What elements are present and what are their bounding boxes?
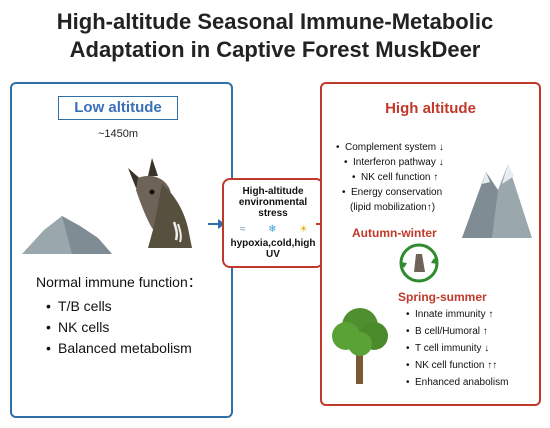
stress-factors-line-1: hypoxia,cold,high — [230, 238, 316, 249]
spring-item: B cell/Humoral ↑ — [406, 323, 508, 340]
high-altitude-panel: High altitude Complement system ↓ Interf… — [320, 82, 541, 406]
left-item: NK cells — [46, 317, 192, 338]
stress-title-line-1: High-altitude — [242, 186, 304, 197]
autumn-item: Complement system ↓ — [336, 140, 444, 155]
snowflake-icon: ❄ — [268, 224, 277, 235]
left-item: Balanced metabolism — [46, 338, 192, 359]
spring-summer-label: Spring-summer — [398, 290, 487, 304]
autumn-item: Energy conservation — [342, 185, 444, 200]
sun-icon: ☀ — [299, 224, 308, 235]
tree-icon — [332, 308, 388, 384]
title-line-2: Adaptation in Captive Forest MuskDeer — [69, 37, 481, 62]
musk-deer-icon — [128, 158, 192, 248]
autumn-sub-note: (lipid mobilization↑) — [350, 202, 436, 213]
stress-title-line-2: environmental — [238, 197, 308, 208]
environmental-stress-box: High-altitude environmental stress ≈ ❄ ☀… — [222, 178, 324, 268]
autumn-winter-label: Autumn-winter — [352, 226, 437, 240]
spring-item: Enhanced anabolism — [406, 374, 508, 391]
spring-item: NK cell function ↑↑ — [406, 357, 508, 374]
low-altitude-panel: Low altitude ~1450m Normal immune functi… — [10, 82, 233, 418]
left-item: T/B cells — [46, 296, 192, 317]
spring-summer-list: Innate immunity ↑ B cell/Humoral ↑ T cel… — [406, 306, 508, 391]
autumn-winter-list: Complement system ↓ Interferon pathway ↓… — [336, 140, 444, 200]
stress-factors-line-2: UV — [266, 249, 280, 260]
mountain-peaks-icon — [462, 164, 532, 238]
spring-item: Innate immunity ↑ — [406, 306, 508, 323]
left-item-list: T/B cells NK cells Balanced metabolism — [46, 296, 192, 359]
wind-icon: ≈ — [240, 224, 246, 235]
diagram-title: High-altitude Seasonal Immune-Metabolic … — [0, 8, 550, 64]
autumn-item: NK cell function ↑ — [352, 170, 444, 185]
arrow-to-stress — [208, 219, 225, 229]
spring-item: T cell immunity ↓ — [406, 340, 508, 357]
seasonal-cycle-icon — [399, 243, 439, 283]
low-altitude-label: Low altitude — [58, 96, 178, 120]
stress-title-line-3: stress — [258, 208, 288, 219]
autumn-item: Interferon pathway ↓ — [344, 155, 444, 170]
high-altitude-label: High altitude — [385, 100, 476, 117]
title-line-1: High-altitude Seasonal Immune-Metabolic — [56, 9, 494, 34]
low-altitude-value: ~1450m — [98, 128, 139, 140]
left-heading: Normal immune function： — [36, 274, 202, 290]
mountain-icon — [22, 216, 112, 254]
